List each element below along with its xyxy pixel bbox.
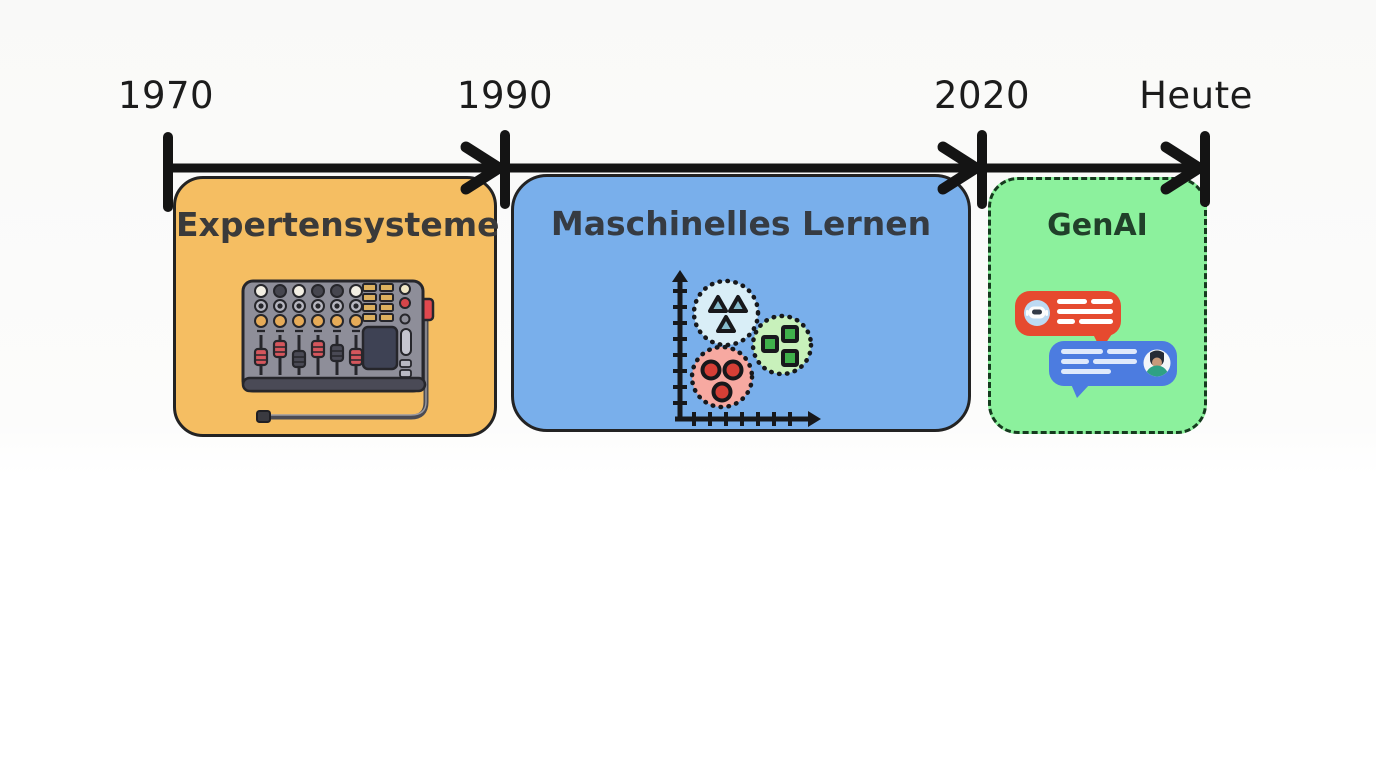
side-controls <box>399 328 412 378</box>
audio-mixer-console-icon <box>241 279 435 423</box>
era-card-genai: GenAI <box>988 177 1207 434</box>
era-title-maschinelles-lernen: Maschinelles Lernen <box>550 204 932 243</box>
message-text-lines <box>1061 349 1137 374</box>
timeline-year-label-1970: 1970 <box>117 74 215 117</box>
bot-message-bubble <box>1015 291 1121 350</box>
timeline-year-label-2020: 2020 <box>933 74 1031 117</box>
era-title-genai: GenAI <box>1047 208 1148 243</box>
era-card-expertensysteme: Expertensysteme <box>173 176 500 437</box>
chat-bubbles-icon <box>1015 291 1177 398</box>
fader-sliders <box>253 335 364 375</box>
control-screen <box>361 325 399 371</box>
era-card-maschinelles-lernen: Maschinelles Lernen <box>511 174 971 432</box>
power-cable <box>256 317 429 423</box>
plot-axes <box>672 270 821 427</box>
console-base <box>241 376 427 393</box>
message-text-lines <box>1057 299 1113 324</box>
user-message-bubble <box>1049 341 1177 398</box>
timeline-year-label-heute: Heute <box>1139 74 1253 117</box>
scatter-plot-clusters-icon <box>672 270 821 427</box>
cluster-circles <box>689 344 755 410</box>
cluster-squares <box>750 313 814 377</box>
side-knobs <box>399 283 411 325</box>
era-title-expertensysteme: Expertensysteme <box>176 205 500 244</box>
timeline-year-label-1990: 1990 <box>456 74 554 117</box>
robot-avatar <box>1024 300 1050 326</box>
cluster-triangles <box>691 278 761 348</box>
button-grid <box>362 283 394 322</box>
user-avatar <box>1143 349 1171 377</box>
knob-grid <box>254 284 363 333</box>
